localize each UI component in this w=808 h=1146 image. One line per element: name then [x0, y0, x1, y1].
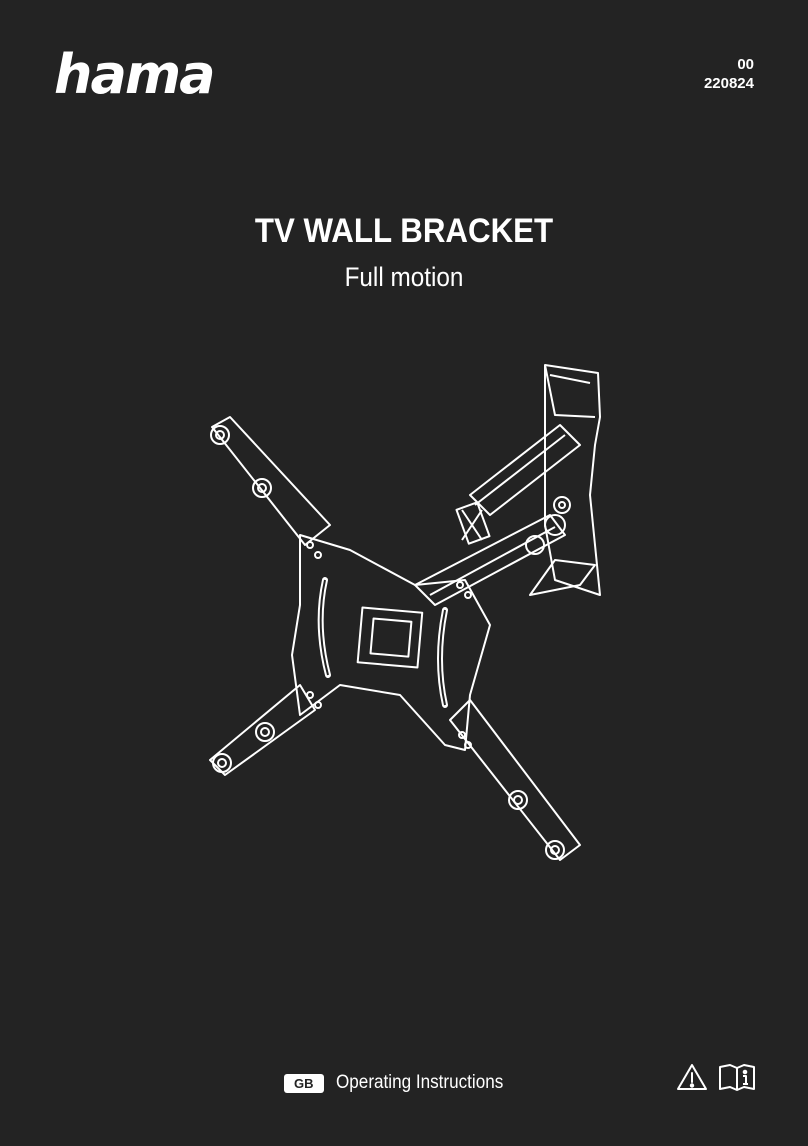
- page-title: TV WALL BRACKET: [254, 212, 554, 250]
- arm-bottom-right: [449, 699, 581, 861]
- page-subtitle: Full motion: [344, 262, 464, 292]
- language-badge: GB: [284, 1073, 324, 1093]
- arm-bottom-left: [209, 684, 316, 776]
- wall-plate: [544, 364, 601, 596]
- manual-info-icon: [719, 1064, 755, 1091]
- warning-icon: [677, 1064, 707, 1090]
- center-plate: [291, 534, 491, 751]
- bracket-illustration: [200, 355, 620, 875]
- footer-label: Operating Instructions: [335, 1072, 503, 1093]
- footer: GB Operating Instructions: [284, 1072, 521, 1094]
- arm-top-left: [211, 416, 331, 546]
- hama-logo: hama: [54, 43, 216, 106]
- model-line-1: 00: [737, 56, 754, 73]
- model-number: 00 220824: [704, 55, 754, 93]
- footer-icons: [676, 1063, 756, 1091]
- lower-arm: [414, 514, 566, 606]
- upper-arm: [469, 424, 581, 516]
- model-line-2: 220824: [703, 75, 754, 92]
